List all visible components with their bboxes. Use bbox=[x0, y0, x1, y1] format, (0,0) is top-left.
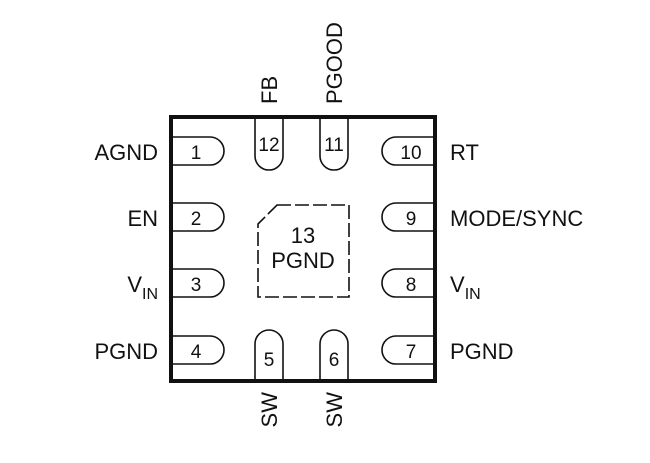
pad-9: 9 bbox=[381, 202, 435, 232]
pad-8: 8 bbox=[381, 268, 435, 298]
pad-10: 10 bbox=[381, 136, 435, 166]
pad-11: 11 bbox=[319, 117, 349, 171]
pin-label-en: EN bbox=[127, 206, 158, 231]
pin-number: 12 bbox=[258, 135, 279, 156]
pin-label-vin-main: V bbox=[127, 272, 142, 297]
exposed-pad bbox=[257, 204, 350, 298]
pin-number: 2 bbox=[191, 209, 202, 230]
pin-number: 4 bbox=[191, 342, 202, 363]
pin-number: 11 bbox=[324, 135, 344, 156]
pad-2: 2 bbox=[171, 202, 225, 232]
pin-number: 1 bbox=[191, 143, 202, 164]
pin-label-vin-sub: IN bbox=[142, 286, 158, 303]
pin-number: 7 bbox=[406, 342, 417, 363]
exposed-pad-number: 13 bbox=[291, 223, 315, 248]
pin-label-vin-left: VIN bbox=[127, 272, 158, 303]
pin-label-agnd: AGND bbox=[94, 140, 158, 165]
pin-label-mode-sync: MODE/SYNC bbox=[450, 206, 583, 231]
pad-5: 5 bbox=[254, 329, 284, 381]
pin-label-vin-main: V bbox=[450, 272, 465, 297]
pin-number: 8 bbox=[406, 275, 417, 296]
pad-3: 3 bbox=[171, 268, 225, 298]
pin-label-sw-6: SW bbox=[322, 392, 347, 428]
exposed-pad-label: PGND bbox=[271, 248, 335, 273]
package-body bbox=[169, 115, 437, 383]
pad-7: 7 bbox=[381, 335, 435, 365]
pin-number: 3 bbox=[191, 275, 202, 296]
pin-label-rt: RT bbox=[450, 140, 479, 165]
pad-12: 12 bbox=[254, 117, 284, 171]
pin-label-pgnd-right: PGND bbox=[450, 339, 514, 364]
pad-4: 4 bbox=[171, 335, 225, 365]
pad-6: 6 bbox=[319, 329, 349, 381]
pad-1: 1 bbox=[171, 136, 225, 166]
pin-number: 5 bbox=[264, 350, 275, 371]
pin-label-pgnd-left: PGND bbox=[94, 339, 158, 364]
pin-label-vin-right: VIN bbox=[450, 272, 481, 303]
pin-number: 10 bbox=[400, 143, 421, 164]
pin-label-vin-sub: IN bbox=[465, 286, 481, 303]
pin-label-fb: FB bbox=[257, 76, 282, 104]
pin-number: 9 bbox=[406, 209, 417, 230]
pin-label-pgood: PGOOD bbox=[322, 22, 347, 104]
pin-number: 6 bbox=[329, 350, 340, 371]
pin-label-sw-5: SW bbox=[257, 392, 282, 428]
